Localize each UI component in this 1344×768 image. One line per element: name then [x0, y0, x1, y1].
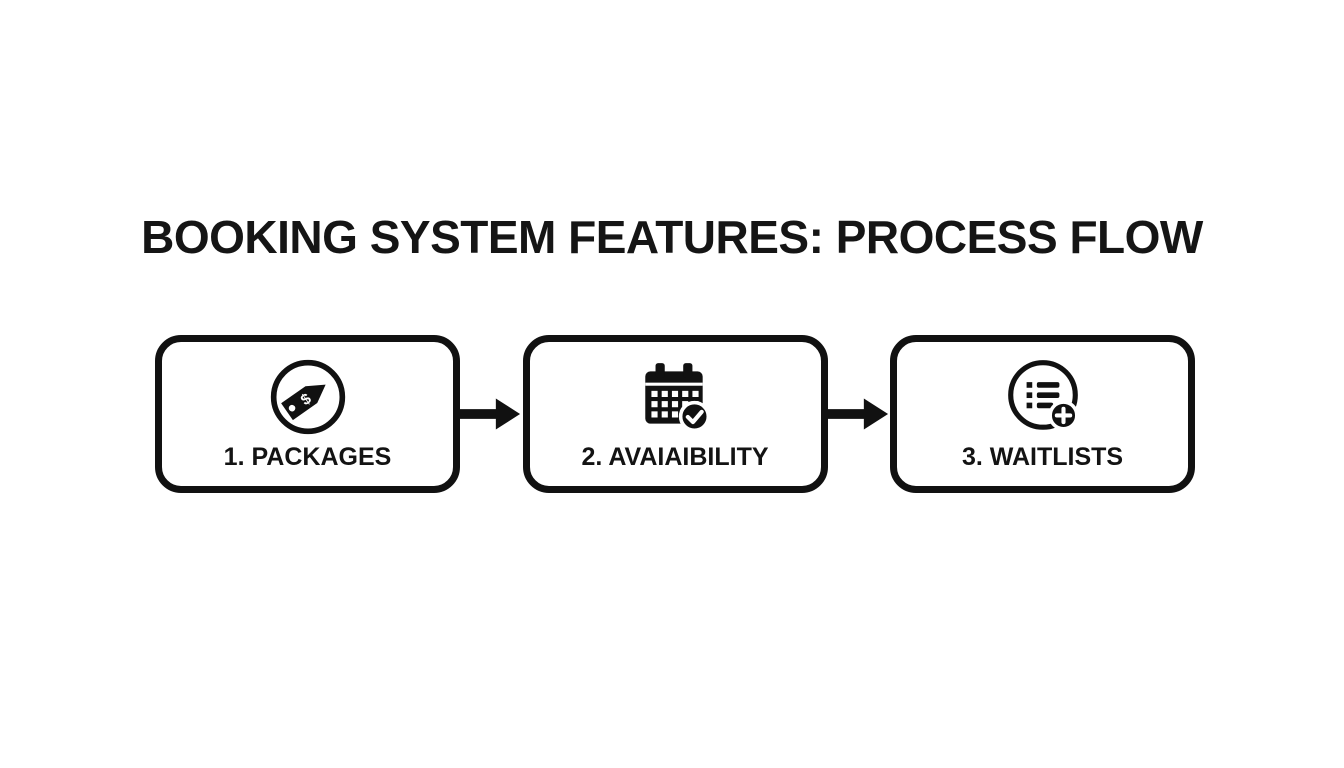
- flow-arrow-icon: [460, 335, 523, 493]
- step-label-packages: 1. PACKAGES: [223, 443, 392, 471]
- step-box-waitlists: 3. WAITLISTS: [890, 335, 1195, 493]
- diagram-title: BOOKING SYSTEM FEATURES: PROCESS FLOW: [141, 211, 1203, 263]
- step-label-waitlists: 3. WAITLISTS: [961, 443, 1124, 471]
- calendar-check-icon: [634, 356, 716, 438]
- step-box-availability: 2. AVAIAIBILITY: [522, 335, 828, 493]
- step-label-availability: 2. AVAIAIBILITY: [581, 443, 769, 471]
- list-add-icon: [1002, 356, 1084, 438]
- flow-arrow-icon: [827, 335, 891, 493]
- step-box-packages: $ 1. PACKAGES: [155, 335, 460, 493]
- process-flow: $ 1. PACKAGES: [155, 335, 1195, 493]
- price-tag-icon: $: [267, 356, 349, 438]
